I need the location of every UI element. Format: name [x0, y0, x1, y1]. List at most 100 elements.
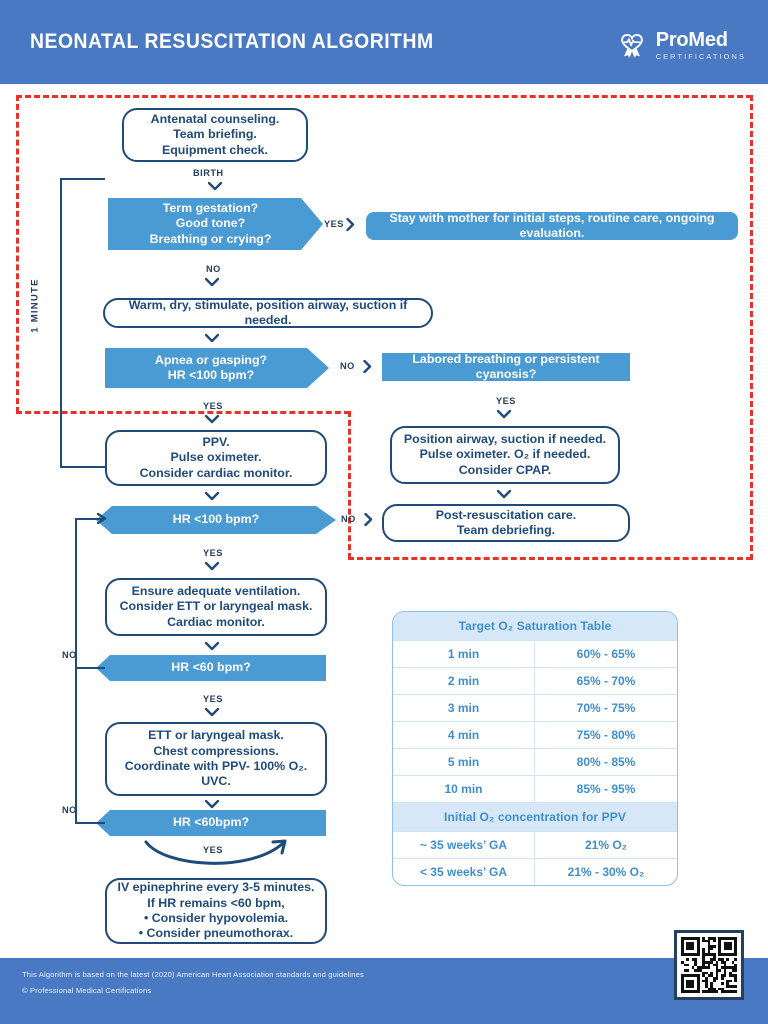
table-header-row: Target O₂ Saturation Table [393, 612, 677, 641]
connector-label-yes-2: YES [203, 401, 223, 411]
node-ensure-ventilation: Ensure adequate ventilation. Consider ET… [105, 578, 327, 636]
connector-label-yes-3: YES [496, 396, 516, 406]
chevron-down-icon [205, 642, 219, 651]
chevron-right-icon [364, 513, 373, 526]
table-row: 4 min 75% - 80% [393, 722, 677, 749]
node-warm-dry-text: Warm, dry, stimulate, position airway, s… [128, 297, 408, 327]
page-title: NEONATAL RESUSCITATION ALGORITHM [30, 30, 434, 53]
table-cell-ga: ~ 35 weeks’ GA [393, 832, 535, 858]
table-cell-time: 5 min [393, 749, 535, 775]
decision-hr-60-b-text: HR <60bpm? [172, 815, 250, 830]
node-ett-chest-compressions: ETT or laryngeal mask. Chest compression… [105, 722, 327, 796]
node-ppv: PPV. Pulse oximeter. Consider cardiac mo… [105, 430, 327, 486]
minute-bracket-v [60, 178, 63, 468]
qr-code[interactable] [674, 930, 744, 1000]
chevron-down-icon [205, 334, 219, 343]
table-cell-time: 10 min [393, 776, 535, 802]
table-cell-time: 4 min [393, 722, 535, 748]
connector-label-birth: BIRTH [193, 168, 224, 178]
chevron-down-icon [205, 562, 219, 571]
decision-term-gestation-text: Term gestation? Good tone? Breathing or … [149, 200, 272, 246]
node-iv-epinephrine-text: IV epinephrine every 3-5 minutes. If HR … [117, 880, 315, 941]
connector-label-yes-6: YES [203, 845, 223, 855]
table-cell-time: 3 min [393, 695, 535, 721]
table-row: 2 min 65% - 70% [393, 668, 677, 695]
red-dash-left [16, 95, 19, 413]
connector-label-no-3: NO [341, 514, 356, 524]
node-stay-with-mother-text: Stay with mother for initial steps, rout… [389, 210, 715, 240]
decision-hr-60-b: HR <60bpm? [96, 810, 326, 836]
table-subtitle: Initial O₂ concentration for PPV [393, 803, 677, 831]
target-o2-saturation-table: Target O₂ Saturation Table 1 min 60% - 6… [392, 611, 678, 886]
decision-hr-60-a-text: HR <60 bpm? [171, 660, 251, 675]
logo-name: ProMed [655, 29, 728, 52]
table-cell-time: 2 min [393, 668, 535, 694]
node-iv-epinephrine: IV epinephrine every 3-5 minutes. If HR … [105, 878, 327, 944]
decision-hr-100: HR <100 bpm? [96, 506, 336, 534]
feedback-arrow-to-hr100 [75, 518, 103, 521]
node-antenatal-counseling: Antenatal counseling. Team briefing. Equ… [122, 108, 308, 162]
footer-line-1: This Algorithm is based on the latest (2… [22, 970, 364, 979]
chevron-down-icon [497, 490, 511, 499]
feedback-line-hr60a [75, 667, 105, 670]
connector-label-yes-1: YES [324, 219, 344, 229]
decision-apnea-gasping: Apnea or gasping? HR <100 bpm? [105, 348, 329, 388]
page-footer [0, 958, 768, 1024]
decision-labored-text: Labored breathing or persistent cyanosis… [412, 351, 600, 381]
table-cell-sat: 75% - 80% [576, 728, 636, 742]
decision-term-gestation: Term gestation? Good tone? Breathing or … [108, 198, 323, 250]
node-position-airway-text: Position airway, suction if needed. Puls… [403, 431, 607, 477]
table-cell-sat: 85% - 95% [576, 782, 636, 796]
table-subheader-row: Initial O₂ concentration for PPV [393, 803, 677, 832]
connector-label-no-4: NO [62, 650, 77, 660]
table-row: 5 min 80% - 85% [393, 749, 677, 776]
node-stay-with-mother: Stay with mother for initial steps, rout… [366, 210, 738, 240]
chevron-down-icon [497, 410, 511, 419]
table-cell-sat: 65% - 70% [576, 674, 636, 688]
node-ppv-text: PPV. Pulse oximeter. Consider cardiac mo… [139, 434, 293, 480]
chevron-down-icon [205, 708, 219, 717]
node-post-resuscitation: Post-resuscitation care. Team debriefing… [382, 504, 630, 542]
table-row: 1 min 60% - 65% [393, 641, 677, 668]
decision-hr-100-text: HR <100 bpm? [172, 512, 260, 527]
connector-label-no-2: NO [340, 361, 355, 371]
table-cell-conc: 21% O₂ [584, 838, 628, 852]
connector-label-no-1: NO [206, 264, 221, 274]
feedback-line-hr60b [75, 822, 105, 825]
table-cell-ga: < 35 weeks’ GA [393, 859, 535, 885]
chevron-down-icon [208, 182, 222, 191]
connector-label-yes-5: YES [203, 694, 223, 704]
logo-subtitle: CERTIFICATIONS [655, 52, 746, 62]
heart-ekg-ribbon-icon [615, 26, 649, 65]
arrow-head-right-icon [96, 512, 108, 525]
node-antenatal-text: Antenatal counseling. Team briefing. Equ… [150, 111, 280, 157]
connector-label-no-5: NO [62, 805, 77, 815]
red-dash-mid-v [348, 411, 351, 559]
curved-yes-arrow [140, 838, 300, 874]
table-row: < 35 weeks’ GA 21% - 30% O₂ [393, 859, 677, 885]
chevron-down-icon [205, 415, 219, 424]
node-ett-text: ETT or laryngeal mask. Chest compression… [124, 728, 308, 789]
table-row: 3 min 70% - 75% [393, 695, 677, 722]
decision-labored-breathing: Labored breathing or persistent cyanosis… [382, 353, 630, 381]
table-title: Target O₂ Saturation Table [393, 612, 677, 640]
chevron-down-icon [205, 492, 219, 501]
table-row: 10 min 85% - 95% [393, 776, 677, 803]
node-ensure-ventilation-text: Ensure adequate ventilation. Consider ET… [119, 583, 313, 629]
red-dash-top [16, 95, 752, 98]
table-cell-sat: 70% - 75% [576, 701, 636, 715]
feedback-line-vertical [75, 518, 78, 824]
node-warm-dry-stimulate: Warm, dry, stimulate, position airway, s… [103, 298, 433, 328]
red-dash-bottom [348, 557, 752, 560]
chevron-down-icon [205, 800, 219, 809]
table-cell-sat: 60% - 65% [576, 647, 636, 661]
node-position-airway: Position airway, suction if needed. Puls… [390, 426, 620, 484]
chevron-down-icon [205, 278, 219, 287]
table-cell-conc: 21% - 30% O₂ [567, 865, 645, 879]
red-dash-right [750, 95, 753, 560]
decision-hr-60-a: HR <60 bpm? [96, 655, 326, 681]
node-post-resuscitation-text: Post-resuscitation care. Team debriefing… [435, 507, 577, 537]
promed-logo: ProMed CERTIFICATIONS [615, 26, 746, 65]
red-dash-mid-h [16, 411, 350, 414]
decision-apnea-text: Apnea or gasping? HR <100 bpm? [154, 352, 268, 382]
